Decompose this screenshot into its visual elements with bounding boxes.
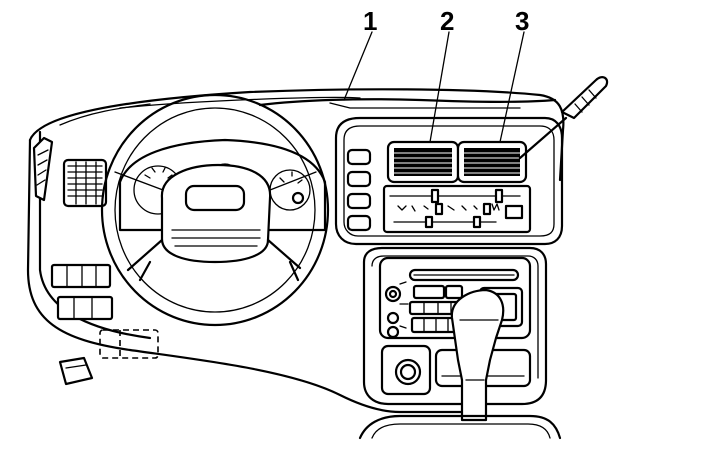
left-switch-bank-lower [56,295,114,321]
gear-shifter-icon [450,288,505,422]
floor-console-outline [358,414,562,440]
side-window-vent-icon [32,136,54,202]
climate-control-panel-icon [382,184,532,234]
left-switch-bank-upper [50,263,112,289]
callout-3-label: 3 [515,6,529,36]
probe-tool-icon [518,76,609,160]
callout-1-label: 1 [363,6,377,36]
hood-release-handle [58,356,94,386]
center-switch-column [346,148,372,232]
callout-2-label: 2 [440,6,454,36]
upper-dash-defroster [258,98,557,109]
center-right-air-vent-icon [456,140,528,184]
callout-leaders [343,31,525,143]
center-stack-housing [334,116,564,246]
left-side-vent-icon [62,158,108,208]
center-left-air-vent-icon [386,140,460,184]
fuse-panel-outline [99,329,159,359]
steering-wheel-icon [100,93,330,327]
